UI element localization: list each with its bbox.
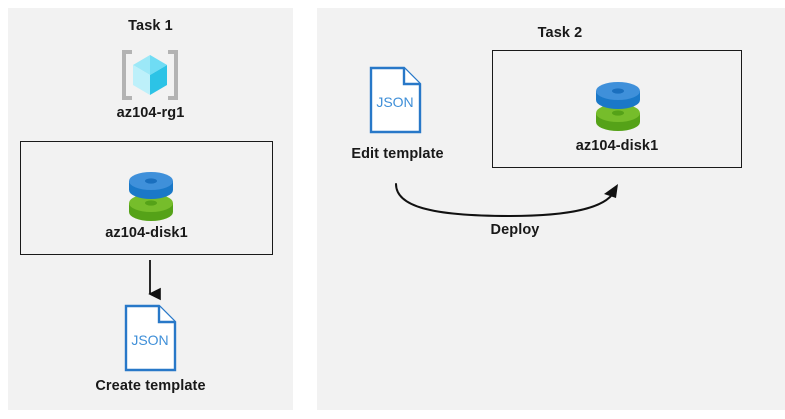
deploy-arrow <box>395 183 618 218</box>
task-1-disk-label: az104-disk1 <box>105 225 188 241</box>
create-template-label: Create template <box>95 378 206 394</box>
task-1-title: Task 1 <box>128 18 173 34</box>
json-file-text: JSON <box>376 94 413 110</box>
create-template-arrow <box>148 260 161 301</box>
task-2-disk-label: az104-disk1 <box>575 138 659 154</box>
task-1-disk-box <box>20 141 273 255</box>
json-file-icon: JSON <box>368 65 423 135</box>
azure-managed-disk-icon <box>125 168 177 224</box>
task-2-title: Task 2 <box>537 25 583 41</box>
azure-resource-group-icon <box>120 48 180 102</box>
json-file-icon: JSON <box>123 303 178 373</box>
resource-group-label: az104-rg1 <box>116 105 185 121</box>
deploy-label: Deploy <box>490 222 540 238</box>
json-file-text: JSON <box>131 332 168 348</box>
task-2-disk-box <box>492 50 742 168</box>
edit-template-label: Edit template <box>351 146 444 162</box>
azure-managed-disk-icon <box>592 78 644 134</box>
